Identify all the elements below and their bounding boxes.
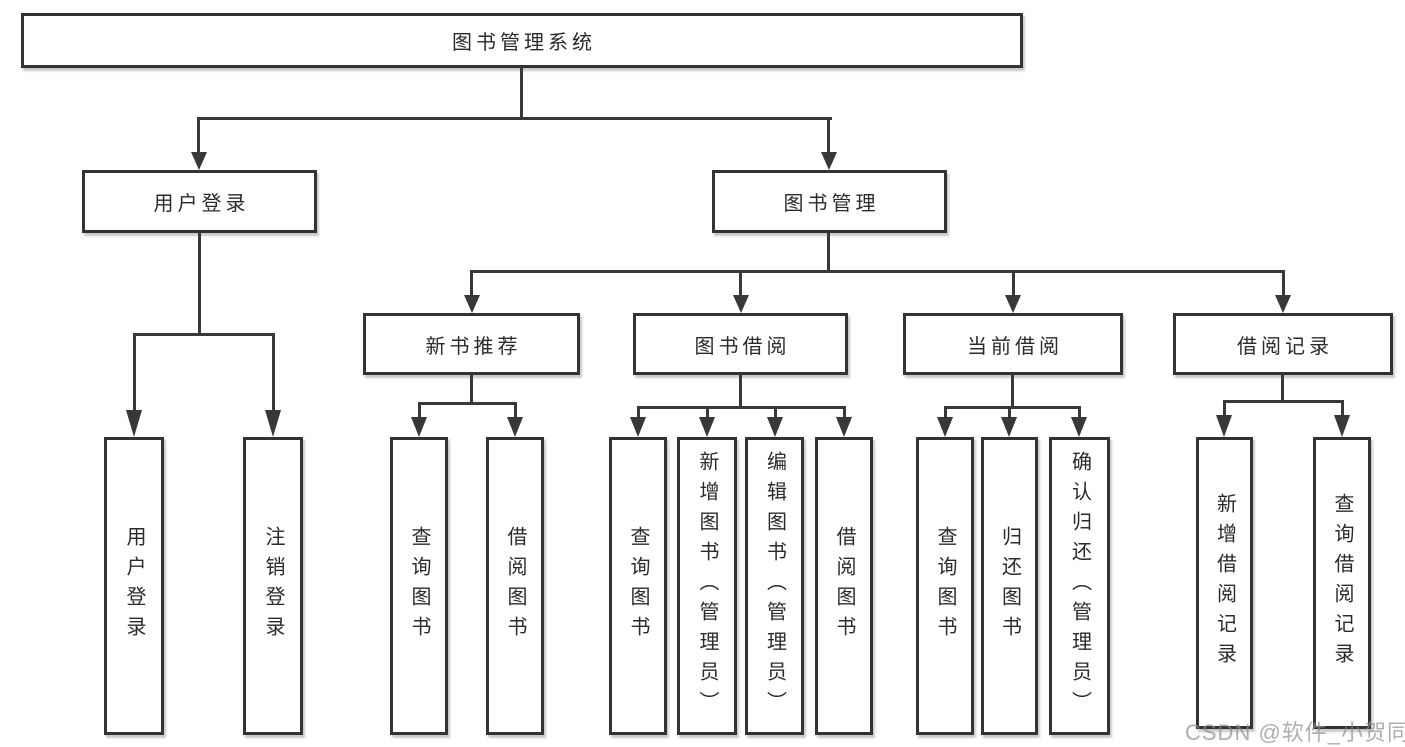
arrowhead-down-icon <box>1001 417 1017 437</box>
leaf-user-login: 用户登录 <box>104 437 164 735</box>
arrowhead-down-icon <box>1334 415 1350 437</box>
connector-line <box>520 68 523 118</box>
leaf-query-books: 查询图书 <box>609 437 667 735</box>
connector-line <box>133 333 136 410</box>
connector-line <box>1078 406 1081 418</box>
node-label: 当前借阅 <box>967 335 1063 358</box>
leaf-label: 新增图书（管理员） <box>696 451 718 721</box>
connector-line <box>197 117 832 120</box>
connector-line <box>470 375 473 404</box>
connector-line <box>198 233 201 336</box>
connector-line <box>944 406 947 418</box>
connector-line <box>1282 270 1285 296</box>
leaf-query-books-recommend: 查询图书 <box>390 437 448 735</box>
arrowhead-down-icon <box>937 417 953 437</box>
arrowhead-down-icon <box>767 417 783 437</box>
connector-line <box>514 402 517 418</box>
node-borrow-records: 借阅记录 <box>1173 313 1393 375</box>
leaf-label: 归还图书 <box>998 526 1021 646</box>
connector-line <box>774 406 777 418</box>
connector-line <box>637 406 845 409</box>
arrowhead-down-icon <box>1005 295 1021 313</box>
leaf-query-books-current: 查询图书 <box>916 437 974 735</box>
connector-line <box>739 375 742 408</box>
node-book-borrow: 图书借阅 <box>633 313 848 375</box>
node-book-management: 图书管理 <box>712 170 947 233</box>
connector-line <box>637 406 640 418</box>
arrowhead-down-icon <box>507 417 523 437</box>
connector-line <box>843 406 846 418</box>
connector-line <box>739 270 742 296</box>
watermark: CSDN @软件_小贺同学 <box>1185 720 1405 745</box>
leaf-add-books-admin: 新增图书（管理员） <box>677 437 737 735</box>
connector-line <box>197 117 200 153</box>
arrowhead-down-icon <box>836 417 852 437</box>
leaf-label: 借阅图书 <box>833 526 855 646</box>
leaf-edit-books-admin: 编辑图书（管理员） <box>745 437 804 735</box>
connector-line <box>133 333 275 336</box>
arrowhead-down-icon <box>464 295 480 313</box>
connector-line <box>1223 400 1226 416</box>
node-label: 新书推荐 <box>425 335 522 358</box>
leaf-logout: 注销登录 <box>243 437 303 735</box>
leaf-label: 注销登录 <box>262 526 284 646</box>
arrowhead-down-icon <box>1216 415 1232 437</box>
node-label: 借阅记录 <box>1237 335 1333 358</box>
node-user-login: 用户登录 <box>82 170 317 233</box>
leaf-label: 编辑图书（管理员） <box>763 451 786 721</box>
leaf-borrow-books-recommend: 借阅图书 <box>486 437 544 735</box>
arrowhead-down-icon <box>630 417 646 437</box>
leaf-query-borrow-record: 查询借阅记录 <box>1313 437 1371 729</box>
connector-line <box>1011 375 1014 408</box>
node-library-management-system: 图书管理系统 <box>21 13 1023 68</box>
leaf-confirm-return-admin: 确认归还（管理员） <box>1049 437 1110 735</box>
leaf-label: 新增借阅记录 <box>1213 493 1236 673</box>
arrowhead-down-icon <box>411 417 427 437</box>
leaf-borrow-books: 借阅图书 <box>815 437 873 735</box>
leaf-label: 查询借阅记录 <box>1331 493 1353 673</box>
arrowhead-down-icon <box>191 152 207 170</box>
leaf-label: 借阅图书 <box>504 526 526 646</box>
node-label: 用户登录 <box>153 193 250 215</box>
connector-line <box>1341 400 1344 416</box>
arrowhead-down-icon <box>733 295 749 313</box>
arrowhead-down-icon <box>1275 295 1291 313</box>
leaf-label: 确认归还（管理员） <box>1068 451 1091 721</box>
connector-line <box>418 402 517 405</box>
leaf-return-books: 归还图书 <box>981 437 1038 735</box>
connector-line <box>706 406 709 418</box>
connector-line <box>944 406 1081 409</box>
node-current-borrow: 当前借阅 <box>903 313 1123 375</box>
arrowhead-down-icon <box>699 417 715 437</box>
node-label: 图书借阅 <box>694 335 791 358</box>
arrowhead-down-icon <box>821 152 837 170</box>
connector-line <box>1012 270 1015 296</box>
arrowhead-down-icon <box>265 410 281 437</box>
connector-line <box>827 233 830 273</box>
connector-line <box>827 117 830 153</box>
leaf-label: 查询图书 <box>934 526 956 646</box>
arrowhead-down-icon <box>1071 417 1087 437</box>
node-label: 图书管理系统 <box>452 32 596 54</box>
leaf-label: 查询图书 <box>627 526 649 646</box>
node-label: 图书管理 <box>783 193 880 215</box>
leaf-label: 查询图书 <box>408 526 430 646</box>
connector-line <box>1008 406 1011 418</box>
connector-line <box>1223 400 1344 403</box>
leaf-add-borrow-record: 新增借阅记录 <box>1196 437 1253 729</box>
arrowhead-down-icon <box>126 410 142 437</box>
connector-line <box>1281 375 1284 402</box>
leaf-label: 用户登录 <box>123 526 145 646</box>
connector-line <box>272 333 275 410</box>
connector-line <box>470 270 1285 273</box>
node-new-book-recommend: 新书推荐 <box>363 313 580 375</box>
connector-line <box>418 402 421 418</box>
connector-line <box>470 270 473 296</box>
